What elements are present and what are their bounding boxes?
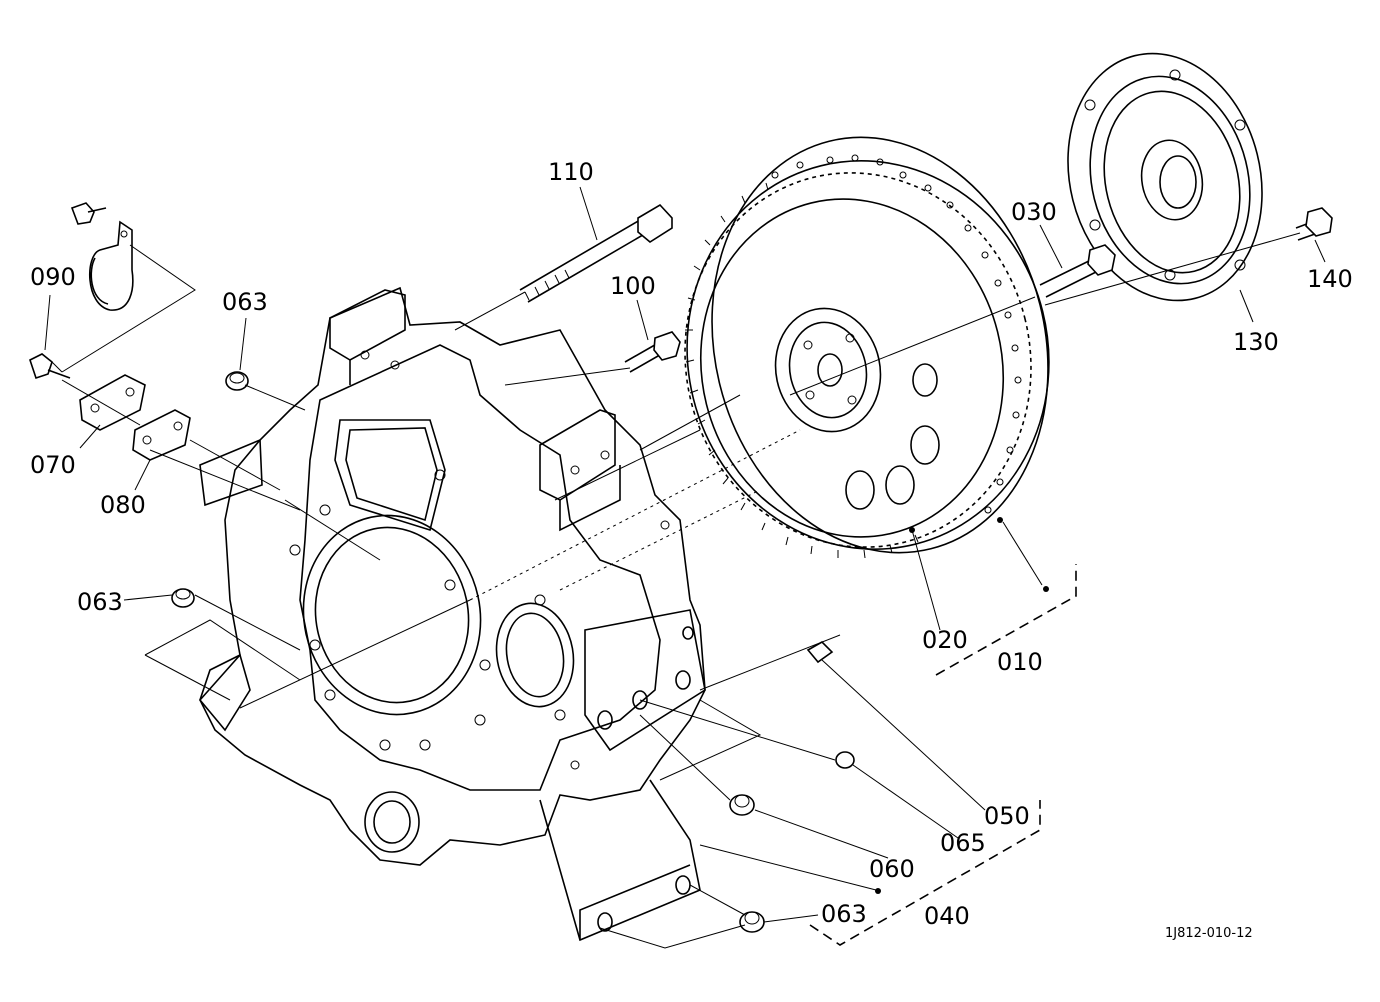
label-020: 020 (922, 626, 968, 654)
flywheel (684, 136, 1050, 559)
label-050: 050 (984, 802, 1030, 830)
projection-lines (49, 232, 1301, 949)
plug-063-bottom (739, 911, 765, 933)
label-130: 130 (1233, 328, 1279, 356)
label-090: 090 (30, 263, 76, 291)
drawing-code: 1J812-010-12 (1165, 926, 1253, 941)
plug-063-top (225, 371, 249, 391)
label-140: 140 (1307, 265, 1353, 293)
label-070: 070 (30, 451, 76, 479)
pin-050 (806, 641, 834, 664)
bolt-100 (624, 331, 681, 373)
bolt-110 (519, 203, 673, 303)
callout-labels: 110 100 063 090 070 080 063 030 140 130 … (30, 158, 1353, 941)
label-060: 060 (869, 855, 915, 883)
clamp-090 (29, 202, 134, 380)
bolt-140 (1295, 207, 1333, 241)
cover-070 (79, 374, 146, 431)
label-100: 100 (610, 272, 656, 300)
label-110: 110 (548, 158, 594, 186)
label-080: 080 (100, 491, 146, 519)
label-063-left: 063 (77, 588, 123, 616)
drive-plate (1067, 52, 1263, 302)
plug-065 (835, 751, 855, 769)
gasket-080 (132, 409, 191, 461)
label-063-bottom: 063 (821, 900, 867, 928)
group-brackets (809, 564, 1077, 946)
plug-060 (729, 794, 755, 816)
label-010: 010 (997, 648, 1043, 676)
label-040: 040 (924, 902, 970, 930)
label-063-top: 063 (222, 288, 268, 316)
leader-lines (44, 186, 1326, 923)
flywheel-housing (198, 286, 706, 942)
bolt-030 (1039, 244, 1116, 298)
label-030: 030 (1011, 198, 1057, 226)
plug-063-left (171, 588, 195, 608)
ring-gear-holes (771, 154, 1022, 514)
label-065: 065 (940, 829, 986, 857)
